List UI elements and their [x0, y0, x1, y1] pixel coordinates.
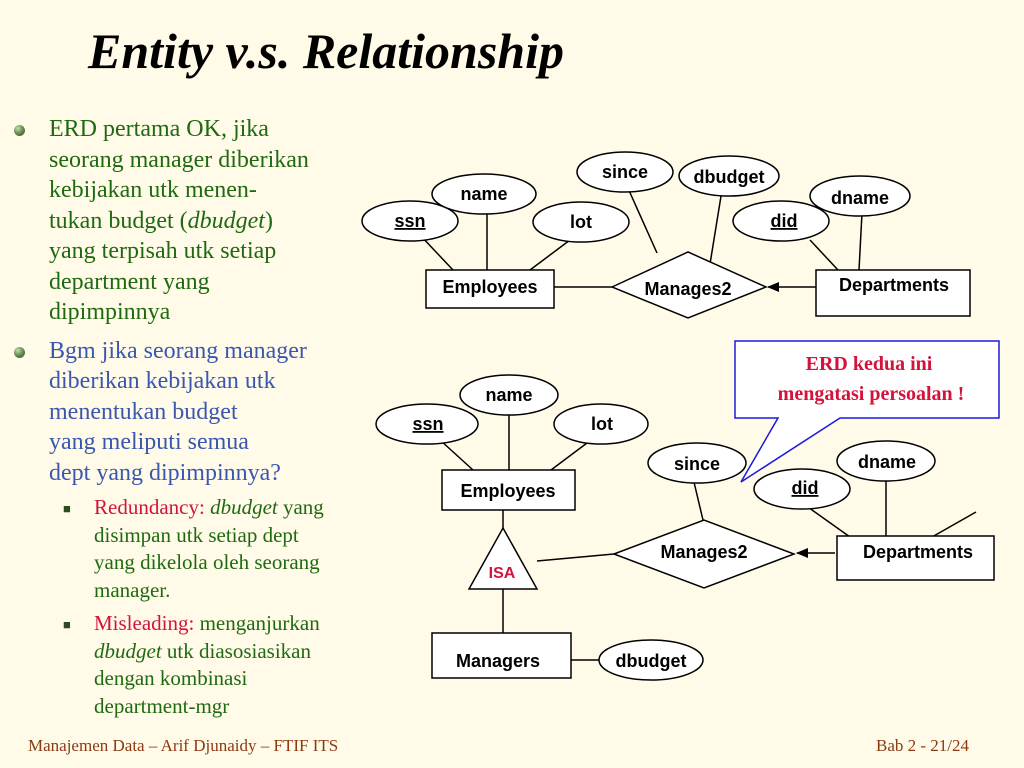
erd2-departments-label: Departments	[863, 542, 973, 562]
square-bullet-icon: ■	[63, 617, 71, 632]
erd1-departments-entity	[815, 269, 971, 317]
footer-page-number: Bab 2 - 21/24	[876, 736, 970, 755]
erd1-name-label: name	[460, 184, 507, 204]
erd2-dbudget-attribute	[598, 639, 704, 681]
erd2-ssn-label: ssn	[412, 414, 443, 434]
erd1-manages2-label: Manages2	[644, 279, 731, 299]
square-bullet-icon: ■	[63, 501, 71, 516]
erd1-dname-label: dname	[831, 188, 889, 208]
erd1-since-label: since	[602, 162, 648, 182]
erd2-did-label: did	[792, 478, 819, 498]
erd1-since-attribute	[576, 151, 674, 193]
sub-bullet-misleading: ■ Misleading: menganjurkan dbudget utk d…	[63, 611, 320, 718]
erd1-dbudget-attribute	[678, 155, 780, 197]
erd2-employees-entity	[441, 469, 576, 511]
erd2-did-attribute	[753, 468, 851, 510]
erd2-lot-attribute	[553, 403, 649, 445]
footer-author: Manajemen Data – Arif Djunaidy – FTIF IT…	[28, 736, 339, 755]
erd1-lot-attribute	[532, 201, 630, 243]
callout-box	[734, 340, 1000, 483]
erd1-dname-attribute	[809, 175, 911, 217]
callout-line-2: mengatasi persoalan !	[778, 383, 965, 405]
erd2-since-attribute	[647, 442, 747, 484]
erd1-did-label: did	[771, 211, 798, 231]
callout-line-1: ERD kedua ini	[806, 353, 933, 375]
erd2-dname-label: dname	[858, 452, 916, 472]
bullet-1: ERD pertama OK, jika seorang manager dib…	[14, 114, 409, 328]
erd1-employees-label: Employees	[442, 277, 537, 297]
erd1-employees-entity	[425, 269, 555, 309]
erd2-manages2-label: Manages2	[660, 542, 747, 562]
bullet-dot-icon	[14, 125, 25, 136]
slide-title: Entity v.s. Relationship	[88, 23, 565, 79]
erd1-dbudget-label: dbudget	[694, 167, 765, 187]
bullet-list: ERD pertama OK, jika seorang manager dib…	[14, 114, 409, 720]
erd2-employees-label: Employees	[460, 481, 555, 501]
bullet-dot-icon	[14, 346, 25, 358]
erd1-did-attribute	[732, 200, 830, 242]
erd2-lot-label: lot	[591, 414, 613, 434]
erd1-ssn-label: ssn	[394, 211, 425, 231]
erd1-manages2-relationship	[610, 251, 768, 319]
erd2-managers-entity	[431, 632, 572, 679]
erd1-name-attribute	[431, 173, 537, 215]
erd2-isa-triangle	[467, 526, 539, 590]
erd2-name-attribute	[459, 374, 559, 416]
erd2-manages2-relationship	[611, 519, 797, 589]
erd2-isa-label: ISA	[489, 565, 516, 582]
erd2-dbudget-label: dbudget	[616, 651, 687, 671]
bullet-2: Bgm jika seorang manager diberikan kebij…	[14, 336, 409, 489]
erd2-name-label: name	[485, 385, 532, 405]
erd2-managers-label: Managers	[456, 651, 540, 671]
erd2-ssn-attribute	[375, 403, 479, 445]
erd2-departments-entity	[836, 535, 995, 581]
erd1-ssn-attribute	[361, 200, 459, 242]
erd2-since-label: since	[674, 454, 720, 474]
erd1-lot-label: lot	[570, 212, 592, 232]
sub-bullet-redundancy: ■ Redundancy: dbudget yang disimpan utk …	[63, 495, 324, 602]
erd1-departments-label: Departments	[839, 275, 949, 295]
erd2-dname-attribute	[836, 440, 936, 482]
